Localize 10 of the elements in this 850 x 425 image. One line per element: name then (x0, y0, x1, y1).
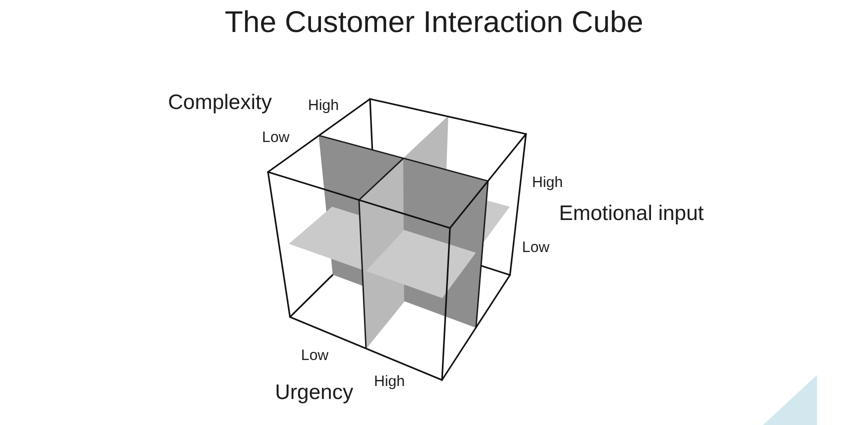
axis-level-label: Low (301, 348, 329, 363)
axis-title: Urgency (275, 382, 354, 403)
axis-level-label: Low (522, 240, 550, 255)
axis-level-label: High (532, 175, 563, 190)
diagram-title: The Customer Interaction Cube (224, 8, 644, 38)
axis-level-label: High (374, 374, 405, 389)
axis-title: Complexity (168, 92, 272, 113)
axis-level-label: Low (262, 130, 290, 145)
axis-level-label: High (308, 98, 339, 113)
axis-title: Emotional input (559, 203, 704, 224)
